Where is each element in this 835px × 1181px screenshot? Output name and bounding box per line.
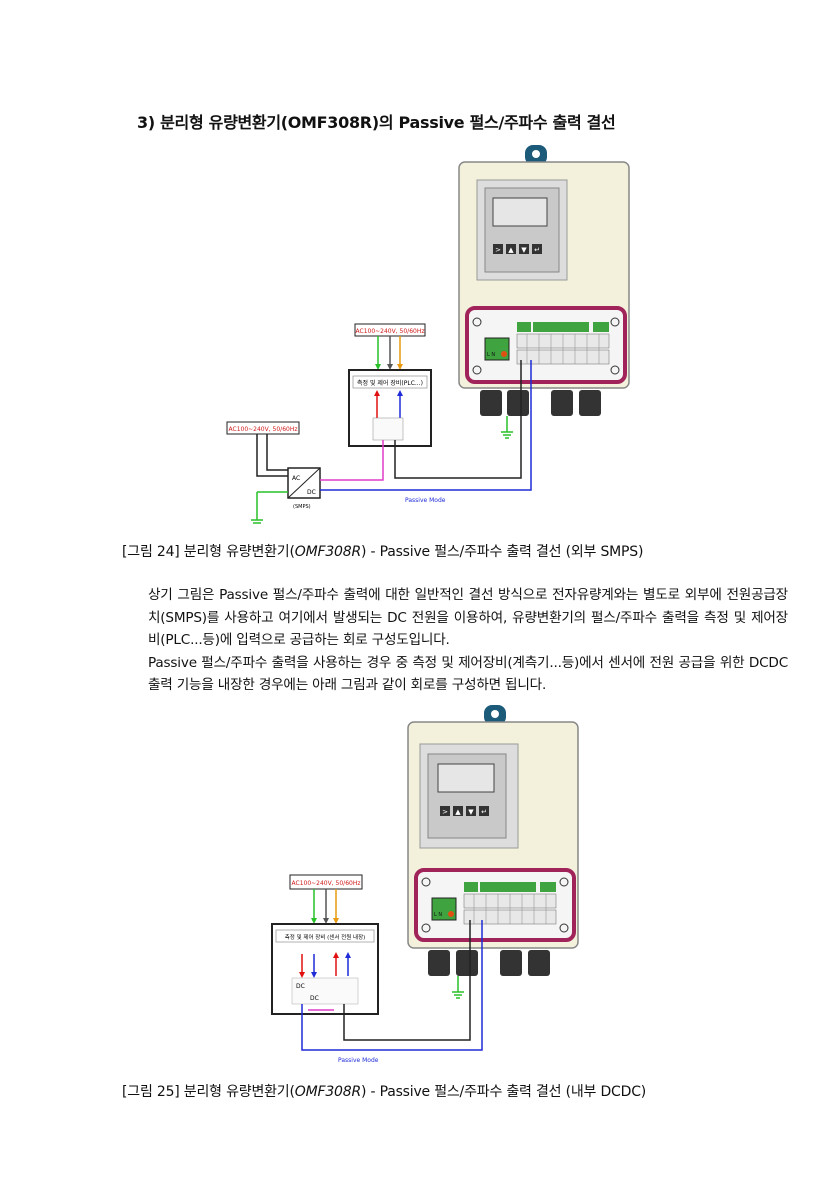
ac-label-left: AC100~240V, 50/60Hz (229, 426, 298, 433)
terminal-ln-label-2: L N (434, 912, 442, 918)
body-paragraph: 상기 그림은 Passive 펄스/주파수 출력에 대한 일반적인 결선 방식으… (148, 584, 788, 697)
section-heading: 3) 분리형 유량변환기(OMF308R)의 Passive 펄스/주파수 출력… (137, 113, 616, 132)
controller-internal-dcdc: 측정 및 제어 장비 (센서 전원 내장) DC DC (271, 923, 379, 1015)
key-enter: ↵ (534, 246, 540, 254)
figure-25-diagram: > ▲ ▼ ↵ L N (271, 705, 579, 1064)
figure-25-caption: [그림 25] 분리형 유량변환기(OMF308R) - Passive 펄스/… (122, 1084, 647, 1100)
key-enter-2: ↵ (481, 808, 487, 816)
paragraph-line-2: Passive 펄스/주파수 출력을 사용하는 경우 중 측정 및 제어장비(계… (148, 654, 788, 694)
key-up: ▲ (508, 246, 514, 254)
figure-24-caption: [그림 24] 분리형 유량변환기(OMF308R) - Passive 펄스/… (122, 544, 644, 560)
figure-24-diagram: > ▲ ▼ ↵ L N (226, 145, 630, 524)
key-down: ▼ (521, 246, 527, 254)
passive-mode-label-1: Passive Mode (405, 497, 446, 504)
dc-top: DC (296, 983, 305, 990)
key-right-2: > (442, 808, 448, 816)
key-up-2: ▲ (455, 808, 461, 816)
smps-unit: AC DC (SMPS) (287, 467, 321, 510)
key-right: > (495, 246, 501, 254)
signal-terminals (516, 322, 610, 365)
smps-label: (SMPS) (293, 504, 311, 510)
controller-plc: 측정 및 제어 장비(PLC...) (348, 369, 432, 447)
paragraph-line-1: 상기 그림은 Passive 펄스/주파수 출력에 대한 일반적인 결선 방식으… (148, 587, 788, 648)
controller-label-2: 측정 및 제어 장비 (센서 전원 내장) (285, 933, 366, 941)
smps-dc: DC (307, 489, 316, 496)
keypad: > ▲ ▼ ↵ (493, 244, 542, 254)
ac-label-2: AC100~240V, 50/60Hz (292, 880, 361, 887)
smps-ac: AC (292, 475, 300, 482)
key-down-2: ▼ (468, 808, 474, 816)
ac-label-top: AC100~240V, 50/60Hz (356, 328, 425, 335)
keypad-2: > ▲ ▼ ↵ (440, 806, 489, 816)
signal-terminals-2 (463, 882, 557, 925)
controller-label: 측정 및 제어 장비(PLC...) (357, 379, 423, 387)
flow-converter-unit-2: > ▲ ▼ ↵ L N (407, 705, 579, 999)
passive-mode-label-2: Passive Mode (338, 1057, 379, 1064)
terminal-ln-label: L N (487, 352, 495, 358)
flow-converter-unit: > ▲ ▼ ↵ L N (458, 145, 630, 439)
dc-bottom: DC (310, 995, 319, 1002)
